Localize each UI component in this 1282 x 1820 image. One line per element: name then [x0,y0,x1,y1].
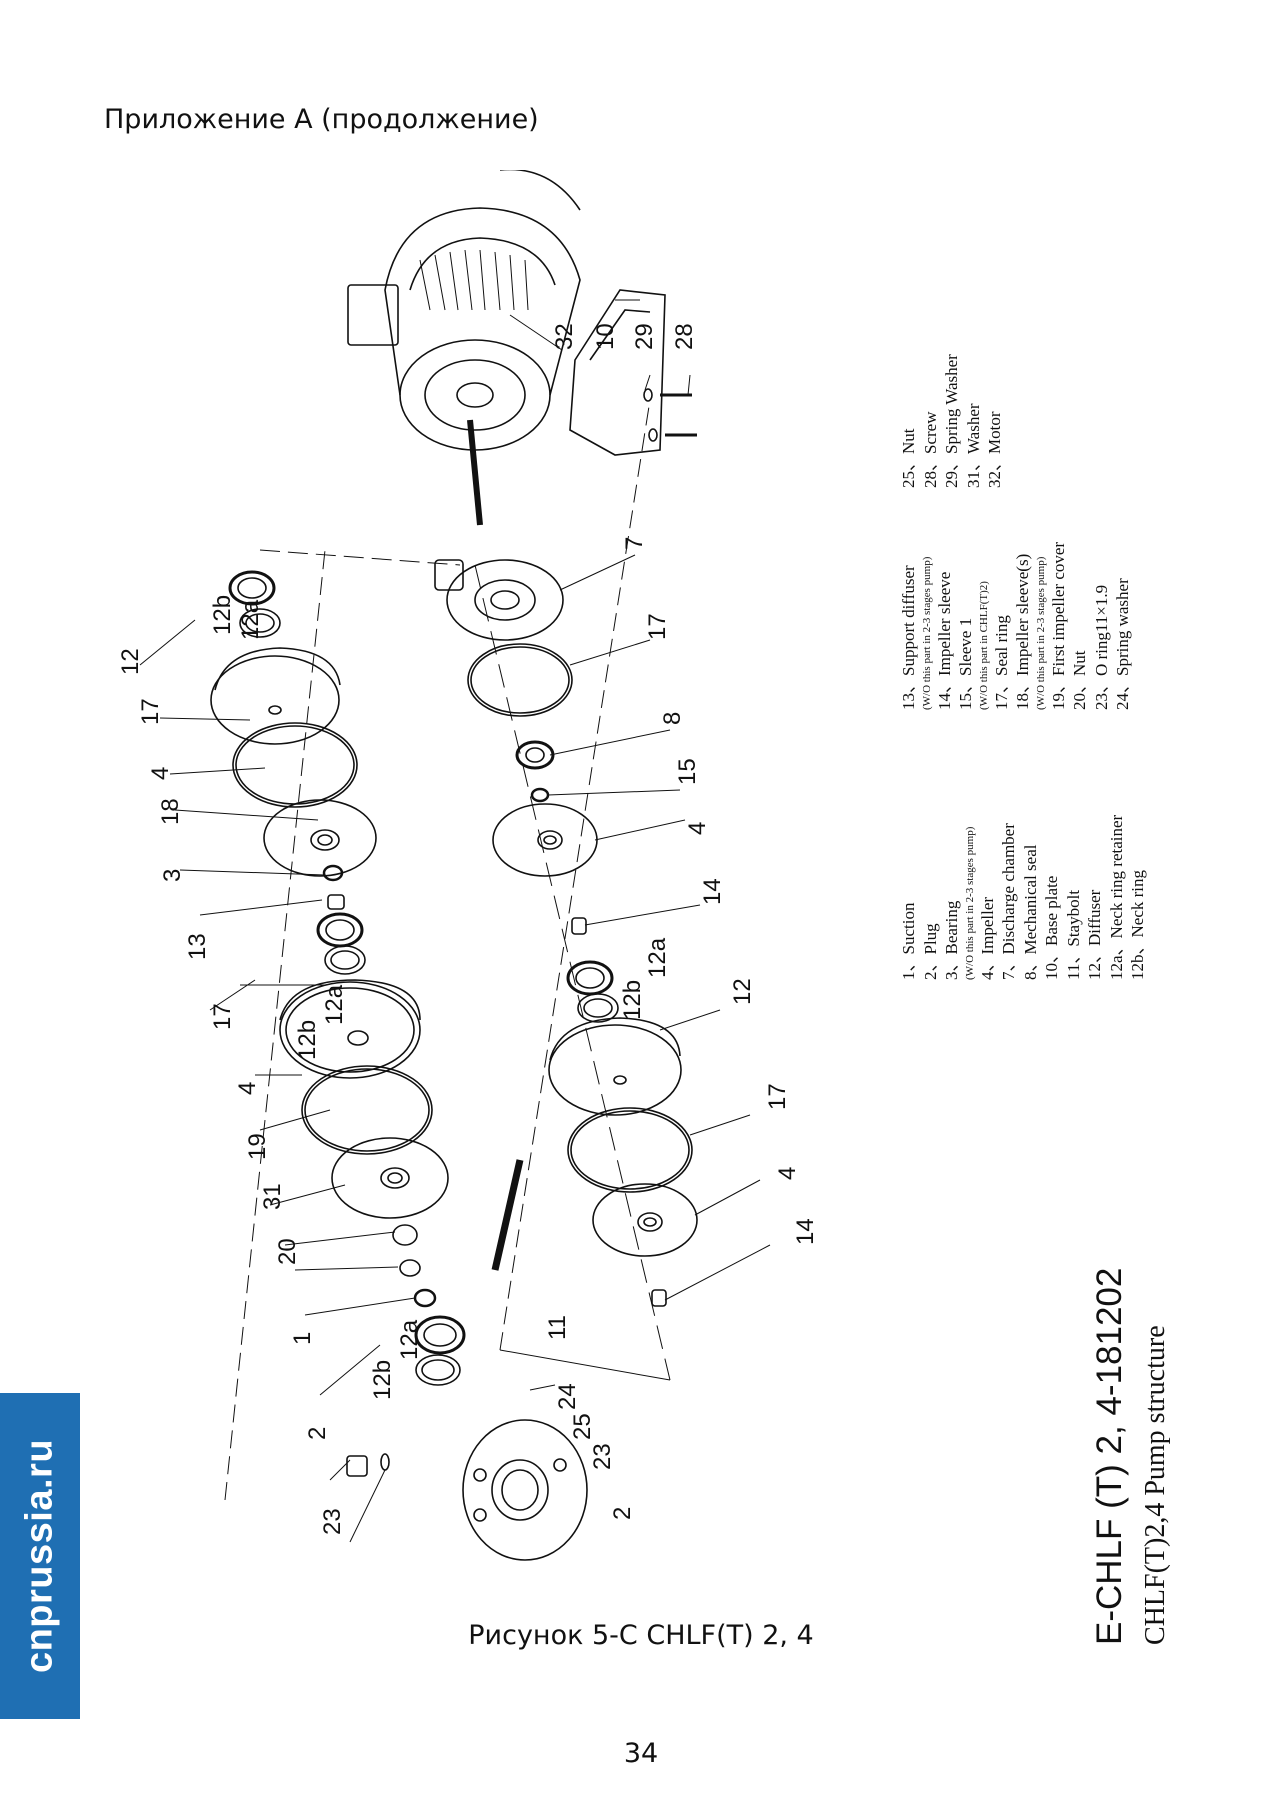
svg-text:24: 24 [554,1383,581,1410]
svg-text:14: 14 [699,878,726,905]
svg-text:28: 28 [671,323,698,350]
diffuser-right [548,1024,682,1116]
axis-line-left [224,549,326,1501]
impeller-lower [331,1137,449,1219]
diagram-drawing: 12 17 4 18 3 13 17 4 19 31 20 1 2 23 12b… [117,168,819,1561]
page-number: 34 [623,1738,659,1769]
pump-exploded-diagram: 12 17 4 18 3 13 17 4 19 31 20 1 2 23 12b… [80,168,1260,1645]
diffuser-upper [210,655,340,745]
suction-body [462,1419,588,1561]
support-diffuser [279,981,421,1079]
svg-text:13: 13 [184,933,211,960]
svg-text:12a: 12a [321,984,348,1025]
legend-middle: 13、Support diffuser (W/O this part in 2-… [899,541,1132,710]
brand-badge: cnprussia.ru [0,1393,80,1719]
svg-text:2: 2 [304,1427,331,1440]
svg-text:4: 4 [234,1082,261,1095]
svg-text:4: 4 [147,767,174,780]
discharge-chamber [446,559,564,641]
svg-text:4: 4 [684,822,711,835]
svg-text:17: 17 [209,1003,236,1030]
svg-text:1: 1 [289,1332,316,1345]
svg-text:29: 29 [631,323,658,350]
svg-text:14: 14 [792,1218,819,1245]
svg-text:32: 32 [551,323,578,350]
diagram-title: E-CHLF (T) 2, 4-181202 [1090,1267,1129,1645]
axis-line-right [499,399,651,1351]
svg-text:17: 17 [764,1083,791,1110]
impeller-upper [263,799,377,877]
svg-text:19: 19 [244,1133,271,1160]
motor [347,168,581,451]
legend-right: 25、Nut 28、Screw 29、Spring Washer 31、Wash… [899,354,1004,488]
svg-text:12b: 12b [619,980,646,1020]
svg-text:11: 11 [544,1315,571,1340]
svg-text:15: 15 [674,758,701,785]
figure-caption: Рисунок 5-C CHLF(T) 2, 4 [468,1620,814,1651]
svg-text:3: 3 [159,869,186,882]
svg-text:23: 23 [589,1443,616,1470]
svg-text:10: 10 [592,323,619,350]
svg-text:25: 25 [569,1413,596,1440]
svg-text:4: 4 [774,1167,801,1180]
svg-text:12b: 12b [294,1020,321,1060]
svg-text:23: 23 [319,1508,346,1535]
legend-left: 1、Suction 2、Plug 3、Bearing (W/O this par… [899,814,1147,980]
svg-text:31: 31 [259,1183,286,1210]
svg-text:2: 2 [609,1507,636,1520]
plug [346,1455,368,1477]
svg-text:7: 7 [621,537,648,550]
svg-text:12a: 12a [396,1319,423,1360]
callout-label: 12 [117,648,144,675]
svg-text:8: 8 [659,712,686,725]
pump-shaft [467,419,483,526]
svg-text:12a: 12a [644,937,671,978]
brand-text: cnprussia.ru [18,1438,61,1674]
staybolt [491,1159,524,1271]
page-heading: Приложение А (продолжение) [104,104,539,135]
svg-text:17: 17 [644,613,671,640]
svg-text:17: 17 [137,698,164,725]
base-plate [569,289,666,456]
svg-text:12b: 12b [369,1360,396,1400]
svg-text:20: 20 [274,1238,301,1265]
svg-text:12a: 12a [237,599,264,640]
svg-text:12: 12 [729,978,756,1005]
svg-text:12b: 12b [209,595,236,635]
svg-text:18: 18 [157,798,184,825]
diagram-subtitle: CHLF(T)2,4 Pump structure [1140,1325,1171,1645]
